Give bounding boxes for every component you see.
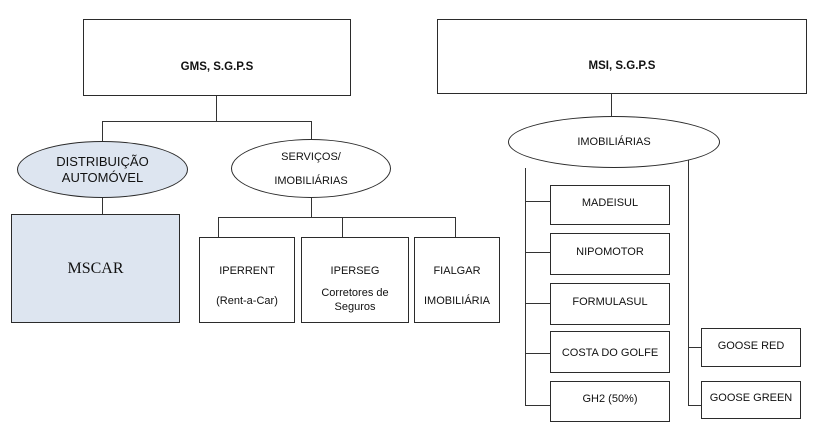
mscar-box: MSCAR [11,214,180,323]
company-label: COSTA DO GOLFE [561,347,659,359]
connector [342,217,343,237]
goose-green-label: GOOSE GREEN [709,392,793,404]
connector [688,405,701,406]
distribution-label-line1: DISTRIBUIÇÃO [56,153,149,169]
fialgar-label-line1: FIALGAR [433,265,481,277]
company-box-gh2: GH2 (50%) [550,381,670,422]
iperseg-label-line3: Seguros [334,301,376,313]
connector [525,168,526,406]
imobiliarias-label: IMOBILIÁRIAS [577,136,651,148]
services-ellipse: SERVIÇOS/ IMOBILIÁRIAS [231,139,391,198]
iperrent-box: IPERRENT (Rent-a-Car) [199,237,295,323]
connector [611,94,612,116]
gms-holding-box: GMS, S.G.P.S [83,19,351,96]
iperrent-label-line2: (Rent-a-Car) [216,295,278,307]
distribution-label-line2: AUTOMÓVEL [61,169,144,185]
msi-holding-label: MSI, S.G.P.S [588,59,656,72]
goose-red-box: GOOSE RED [701,328,801,367]
gms-holding-label: GMS, S.G.P.S [180,60,254,73]
connector [218,217,456,218]
connector [525,353,550,354]
connector [688,160,689,406]
connector [455,217,456,237]
iperrent-label-line1: IPERRENT [219,265,275,277]
iperseg-label-line2: Corretores de [321,287,389,299]
goose-green-box: GOOSE GREEN [701,381,801,419]
connector [102,198,103,214]
mscar-label: MSCAR [67,259,124,277]
imobiliarias-ellipse: IMOBILIÁRIAS [508,116,720,168]
connector [525,303,550,304]
iperseg-label-line1: IPERSEG [330,265,380,277]
connector [216,96,217,122]
company-label: GH2 (50%) [582,393,638,405]
connector [102,121,103,141]
company-label: MADEISUL [581,197,639,209]
services-label-line2: IMOBILIÁRIAS [274,174,348,187]
connector [311,121,312,139]
fialgar-label-line2: IMOBILIÁRIA [423,295,491,307]
services-label-line1: SERVIÇOS/ [281,150,341,163]
msi-holding-box: MSI, S.G.P.S [437,19,807,94]
iperseg-box: IPERSEG Corretores de Seguros [301,237,409,323]
company-box-costa-do-golfe: COSTA DO GOLFE [550,331,670,373]
company-box-madeisul: MADEISUL [550,185,670,225]
company-label: FORMULASUL [572,296,648,308]
connector [102,121,312,122]
fialgar-box: FIALGAR IMOBILIÁRIA [414,237,500,323]
connector [311,198,312,218]
goose-red-label: GOOSE RED [717,340,785,352]
company-label: NIPOMOTOR [576,246,644,258]
company-box-nipomotor: NIPOMOTOR [550,233,670,275]
connector [525,405,550,406]
distribution-ellipse: DISTRIBUIÇÃO AUTOMÓVEL [17,141,188,198]
company-box-formulasul: FORMULASUL [550,283,670,325]
connector [688,347,701,348]
connector [525,201,550,202]
connector [218,217,219,237]
connector [525,252,550,253]
